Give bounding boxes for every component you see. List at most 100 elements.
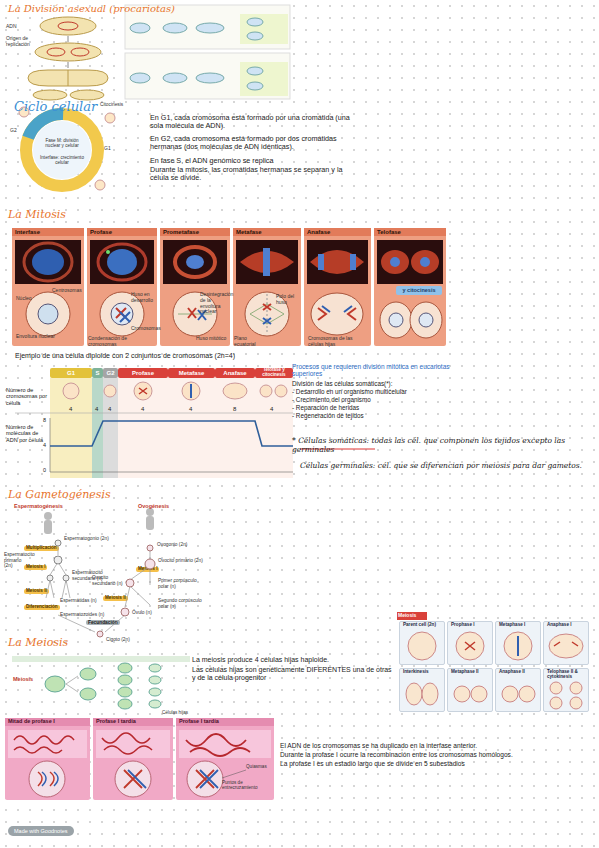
note-text: Células germinales: cél. que se diferenc… xyxy=(300,462,590,471)
note-text: - Reparación de heridas xyxy=(292,404,492,411)
stage-panel: Parent cell (2n) xyxy=(399,621,445,665)
note-text: Durante la profase I ocurre la recombina… xyxy=(280,751,580,759)
note-text: El ADN de los cromosomas se ha duplicado… xyxy=(280,742,580,750)
panel-heading: Anaphase II xyxy=(496,669,540,676)
stage-panel: Interfase xyxy=(12,228,84,346)
tag-text: G1 xyxy=(67,370,75,376)
note-text: - Desarrollo en un organismo multicelula… xyxy=(292,388,492,395)
stage-panel: Telophase II & cytokinesis xyxy=(543,668,589,712)
part-label: Origen de replicación xyxy=(6,36,36,48)
stage-panel: Metaphase II xyxy=(447,668,493,712)
stage-panel: Anafase xyxy=(304,228,371,346)
tag-box: G2 xyxy=(103,368,118,378)
note-text: 4 xyxy=(141,406,149,413)
note-text: 4 xyxy=(270,406,278,413)
note-text: En fase S, el ADN genómico se replica xyxy=(150,157,350,165)
tag-text: Metafase xyxy=(179,370,205,376)
note-text: 4 xyxy=(95,406,103,413)
part-label: Espermatocito primario (2n) xyxy=(4,552,26,569)
part-label: Citocinesis xyxy=(100,102,140,108)
stage-panel: Telofasey citocinesis xyxy=(374,228,446,346)
stage-panel: Profase I tardía xyxy=(176,718,274,800)
panel-heading: Mitad de profase I xyxy=(5,718,90,726)
section-heading: La División asexual (procariotas) xyxy=(8,3,238,15)
watermark: Made with Goodnotes xyxy=(8,826,74,836)
stage-panel: Metafase xyxy=(233,228,301,346)
gametogenesis-diagram xyxy=(44,508,155,637)
tag-text: Meiosis II xyxy=(105,596,126,601)
note-text: 8 xyxy=(233,406,241,413)
part-label: Número de cromosomas por célula xyxy=(6,387,48,406)
part-label: Fase M: división nuclear y celular xyxy=(40,138,84,149)
panel-heading: Metaphase II xyxy=(448,669,492,676)
panel-heading: Metaphase I xyxy=(496,622,540,629)
part-label: Meiosis xyxy=(398,613,426,619)
tag-text: G2 xyxy=(106,370,114,376)
part-label: Óvulo (n) xyxy=(132,610,162,616)
part-label: Espermatogonio (2n) xyxy=(64,536,124,542)
stage-panel: Prophase I xyxy=(447,621,493,665)
part-label: Espermatogénesis xyxy=(14,503,84,509)
part-label: 8 xyxy=(43,417,51,423)
tag-box: Profase xyxy=(118,368,168,378)
tag-text: Telofase y citocinesis xyxy=(255,368,293,377)
panel-heading: Prophase I xyxy=(448,622,492,629)
stage-panel: Mitad de profase I xyxy=(5,718,90,800)
tag-text: y citocinesis xyxy=(402,288,435,294)
part-label: Ovocito secundario (n) xyxy=(92,575,128,586)
note-text: - Regeneración de tejidos xyxy=(292,412,492,419)
tag-text: Profase xyxy=(132,370,154,376)
panel-heading: Anaphase I xyxy=(544,622,588,629)
tag-text: Meiosis II xyxy=(26,589,47,594)
mitosis-micrographs xyxy=(15,240,443,284)
tag-text: S xyxy=(95,370,99,376)
part-label: G2 xyxy=(10,128,22,134)
panel-heading: Anafase xyxy=(304,228,371,236)
tag-box: Meiosis II xyxy=(103,596,128,601)
note-text: - Crecimiento del organismo xyxy=(292,396,492,403)
note-text: La profase I es un estadio largo que se … xyxy=(280,760,580,768)
tag-box: Meiosis II xyxy=(24,589,49,594)
panel-heading: Interkinesis xyxy=(400,669,444,676)
stage-panel: Metaphase I xyxy=(495,621,541,665)
tag-text: Multiplicación xyxy=(26,546,57,551)
panel-heading: Profase I tardía xyxy=(93,718,173,726)
tag-box: Diferenciación xyxy=(24,605,60,610)
panel-heading: Telophase II & cytokinesis xyxy=(544,669,588,681)
part-label: Células hijas xyxy=(162,710,192,715)
tag-text: Meiosis I xyxy=(26,565,45,570)
part-label: Espermátidas (n) xyxy=(60,598,100,604)
chromosome-chart xyxy=(15,378,293,478)
tag-box: Anafase xyxy=(215,368,255,378)
section-heading: La Gametogénesis xyxy=(8,489,168,502)
note-text: En G1, cada cromosoma está formado por u… xyxy=(150,114,350,131)
part-label: Ovogonio (2n) xyxy=(157,542,217,548)
part-label: 0 xyxy=(43,467,51,473)
part-label: Número de moléculas de ADN por célula xyxy=(6,424,48,443)
tag-box: Meiosis I xyxy=(24,565,47,570)
part-label: Cigoto (2n) xyxy=(106,637,146,643)
tag-text: Meiosis I xyxy=(138,567,157,572)
note-text: 4 xyxy=(189,406,197,413)
panel-heading: Profase I tardía xyxy=(176,718,274,726)
prokaryote-division xyxy=(28,5,290,100)
note-text: Procesos que requieren división mitótica… xyxy=(292,363,467,378)
panel-heading: Parent cell (2n) xyxy=(400,622,444,629)
section-heading: La Meiosis xyxy=(8,637,128,650)
tag-box: S xyxy=(92,368,103,378)
tag-box: Fecundación xyxy=(86,620,120,625)
panel-heading: Interfase xyxy=(12,228,84,236)
note-text: * Células somáticas: todas las cél. que … xyxy=(292,437,592,454)
tag-text: Anafase xyxy=(223,370,246,376)
section-heading: La Mitosis xyxy=(8,209,128,222)
part-label: Primer corpúsculo polar (n) xyxy=(158,578,208,589)
meiosis-overview xyxy=(12,656,190,709)
stage-panel: Anaphase I xyxy=(543,621,589,665)
note-text: Las células hijas son genéticamente DIFE… xyxy=(192,666,397,682)
panel-heading: Profase xyxy=(87,228,157,236)
part-label: Espermatocito secundario (n) xyxy=(72,570,108,581)
section-heading: Ciclo celular xyxy=(14,100,154,115)
part-label: Interfase: crecimiento celular xyxy=(40,155,84,166)
stage-panel: Prometafase xyxy=(160,228,230,346)
prophase-illustrations xyxy=(8,730,271,797)
